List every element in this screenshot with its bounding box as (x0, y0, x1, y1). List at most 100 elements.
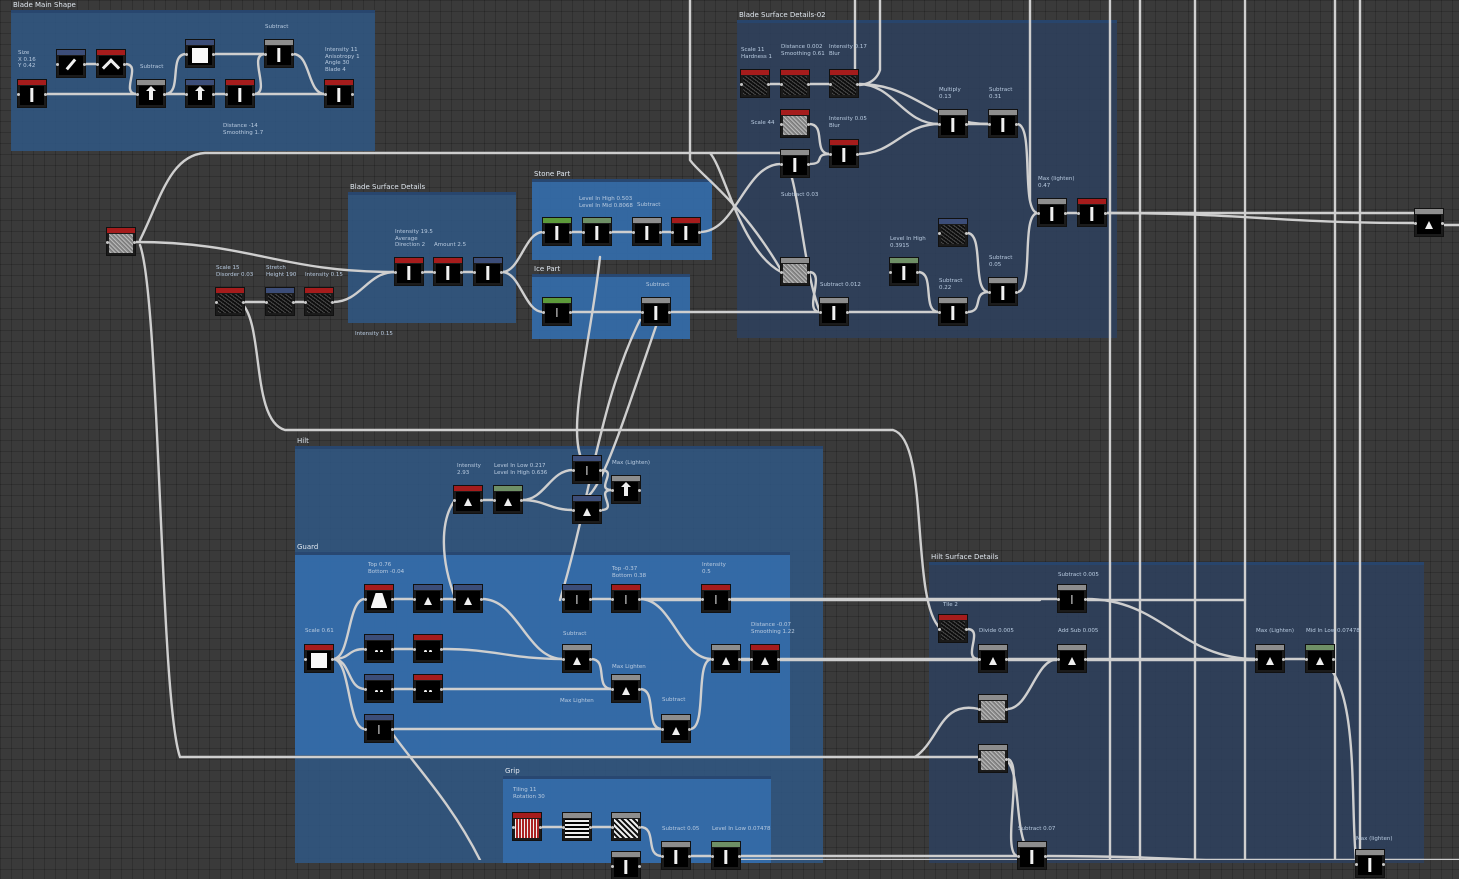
input-pin[interactable] (185, 53, 188, 56)
input-pin[interactable] (819, 311, 822, 314)
output-pin[interactable] (520, 499, 523, 502)
graph-node[interactable] (1255, 645, 1285, 672)
output-pin[interactable] (638, 598, 641, 601)
input-pin[interactable] (671, 231, 674, 234)
output-pin[interactable] (331, 658, 334, 661)
input-pin[interactable] (413, 598, 416, 601)
graph-node[interactable] (978, 695, 1008, 722)
input-pin[interactable] (611, 865, 614, 868)
output-pin[interactable] (1084, 658, 1087, 661)
input-pin[interactable] (938, 123, 941, 126)
output-pin[interactable] (163, 93, 166, 96)
graph-node[interactable] (96, 50, 126, 77)
output-pin[interactable] (212, 53, 215, 56)
output-pin[interactable] (807, 163, 810, 166)
graph-node[interactable] (978, 645, 1008, 672)
input-pin[interactable] (1305, 658, 1308, 661)
graph-node[interactable] (572, 496, 602, 523)
graph-node[interactable] (364, 635, 394, 662)
input-pin[interactable] (394, 271, 397, 274)
input-pin[interactable] (750, 658, 753, 661)
output-pin[interactable] (668, 311, 671, 314)
input-pin[interactable] (611, 489, 614, 492)
input-pin[interactable] (1355, 863, 1358, 866)
input-pin[interactable] (562, 658, 565, 661)
output-pin[interactable] (1005, 658, 1008, 661)
output-pin[interactable] (965, 232, 968, 235)
input-pin[interactable] (1057, 658, 1060, 661)
graph-node[interactable] (185, 80, 215, 107)
graph-node[interactable] (750, 645, 780, 672)
graph-node[interactable] (394, 258, 424, 285)
graph-node[interactable] (988, 110, 1018, 137)
output-pin[interactable] (391, 728, 394, 731)
output-pin[interactable] (688, 728, 691, 731)
graph-node[interactable] (661, 715, 691, 742)
output-pin[interactable] (480, 499, 483, 502)
input-pin[interactable] (1017, 855, 1020, 858)
input-pin[interactable] (889, 271, 892, 274)
input-pin[interactable] (1057, 598, 1060, 601)
input-pin[interactable] (661, 855, 664, 858)
input-pin[interactable] (185, 93, 188, 96)
graph-node[interactable] (572, 456, 602, 483)
output-pin[interactable] (460, 271, 463, 274)
output-pin[interactable] (965, 123, 968, 126)
graph-node[interactable] (106, 228, 136, 255)
input-pin[interactable] (493, 499, 496, 502)
input-pin[interactable] (413, 688, 416, 691)
output-pin[interactable] (609, 231, 612, 234)
output-pin[interactable] (698, 231, 701, 234)
graph-node[interactable] (265, 288, 295, 315)
graph-node[interactable] (1057, 585, 1087, 612)
input-pin[interactable] (512, 826, 515, 829)
graph-node[interactable] (453, 585, 483, 612)
output-pin[interactable] (391, 688, 394, 691)
input-pin[interactable] (106, 241, 109, 244)
graph-node[interactable] (740, 70, 770, 97)
output-pin[interactable] (777, 658, 780, 661)
output-pin[interactable] (856, 153, 859, 156)
output-pin[interactable] (589, 826, 592, 829)
input-pin[interactable] (324, 93, 327, 96)
input-pin[interactable] (453, 499, 456, 502)
output-pin[interactable] (569, 231, 572, 234)
input-pin[interactable] (582, 231, 585, 234)
graph-node[interactable] (611, 675, 641, 702)
graph-node[interactable] (938, 110, 968, 137)
graph-node[interactable] (611, 585, 641, 612)
graph-node[interactable] (413, 635, 443, 662)
output-pin[interactable] (738, 658, 741, 661)
output-pin[interactable] (1005, 708, 1008, 711)
input-pin[interactable] (711, 658, 714, 661)
input-pin[interactable] (1077, 212, 1080, 215)
input-pin[interactable] (780, 83, 783, 86)
input-pin[interactable] (304, 301, 307, 304)
input-pin[interactable] (938, 628, 941, 631)
input-pin[interactable] (562, 598, 565, 601)
output-pin[interactable] (846, 311, 849, 314)
input-pin[interactable] (542, 311, 545, 314)
output-pin[interactable] (599, 469, 602, 472)
graph-node[interactable] (988, 278, 1018, 305)
graph-node[interactable] (780, 70, 810, 97)
output-pin[interactable] (83, 63, 86, 66)
graph-node[interactable] (413, 675, 443, 702)
input-pin[interactable] (572, 469, 575, 472)
input-pin[interactable] (473, 271, 476, 274)
graph-node[interactable] (562, 813, 592, 840)
graph-node[interactable] (364, 585, 394, 612)
graph-node[interactable] (304, 645, 334, 672)
output-pin[interactable] (569, 311, 572, 314)
input-pin[interactable] (433, 271, 436, 274)
output-pin[interactable] (599, 509, 602, 512)
input-pin[interactable] (978, 708, 981, 711)
output-pin[interactable] (1044, 855, 1047, 858)
graph-node[interactable] (264, 40, 294, 67)
graph-node[interactable] (1414, 209, 1444, 236)
graph-node[interactable] (611, 813, 641, 840)
input-pin[interactable] (661, 728, 664, 731)
graph-node[interactable] (493, 486, 523, 513)
input-pin[interactable] (611, 688, 614, 691)
input-pin[interactable] (96, 63, 99, 66)
